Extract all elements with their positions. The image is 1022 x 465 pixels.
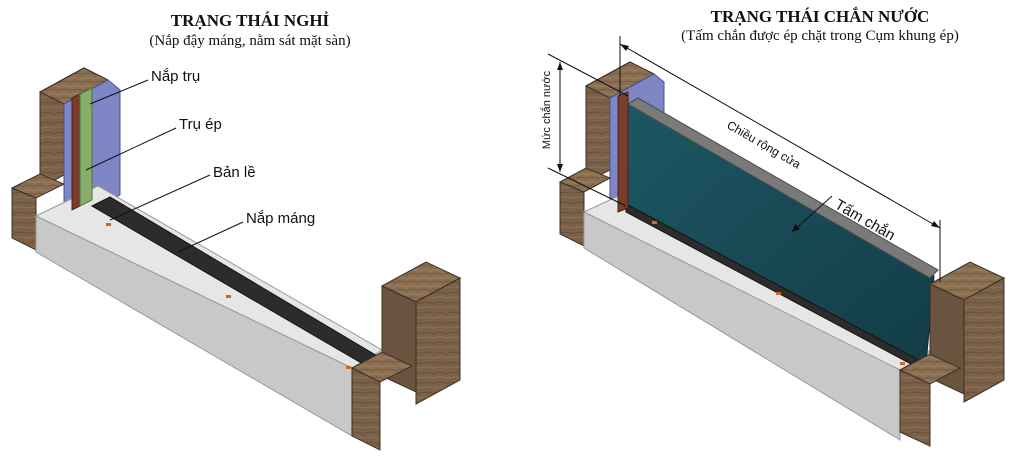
right-sill-front	[583, 211, 901, 441]
hinge-mark	[226, 295, 231, 298]
leader-post-cap	[89, 79, 149, 105]
arrowhead	[792, 224, 800, 232]
barrier-top-frame	[627, 97, 939, 279]
hinge-mark	[900, 362, 905, 365]
right-assembly	[547, 36, 1006, 447]
arrowhead	[931, 221, 940, 228]
left-assembly	[10, 67, 462, 451]
right-right-step	[899, 369, 931, 447]
label-hinge: Bản lề	[213, 164, 256, 181]
left-front-step	[11, 187, 37, 251]
left-post-brown	[71, 93, 81, 211]
hinge-mark	[346, 366, 351, 369]
label-post-cap: Nắp trụ	[151, 68, 201, 85]
hinge-mark	[106, 223, 111, 226]
water-level-extension-top	[547, 53, 629, 97]
arrowhead	[620, 44, 629, 51]
left-right-wall-face	[415, 277, 461, 405]
right-right-wall-face	[963, 277, 1005, 403]
left-subtitle: (Nắp đậy máng, nằm sát mặt sàn)	[149, 33, 351, 49]
label-trough-cover: Nắp máng	[246, 210, 316, 227]
hinge-mark	[652, 221, 657, 224]
arrowhead	[557, 62, 563, 70]
left-post-green	[79, 87, 93, 207]
water-level-extension-bottom	[547, 167, 627, 207]
right-front-step	[559, 181, 585, 247]
label-water-level: Mức chắn nước	[541, 70, 554, 150]
leader-trough-cover	[177, 221, 244, 253]
left-right-step	[351, 367, 381, 451]
label-press-post: Trụ ép	[179, 116, 222, 133]
left-title: TRẠNG THÁI NGHỈ	[170, 11, 330, 30]
door-width-dimension	[619, 43, 941, 229]
leader-hinge	[109, 174, 211, 221]
right-post-brown	[617, 91, 629, 213]
hinge-mark	[776, 292, 781, 295]
right-subtitle: (Tấm chắn được ép chặt trong Cụm khung é…	[681, 28, 959, 44]
right-title: TRẠNG THÁI CHẮN NƯỚC	[710, 7, 930, 26]
leader-barrier-panel	[791, 195, 833, 233]
arrowhead	[557, 164, 563, 172]
leader-press-post	[85, 127, 177, 171]
